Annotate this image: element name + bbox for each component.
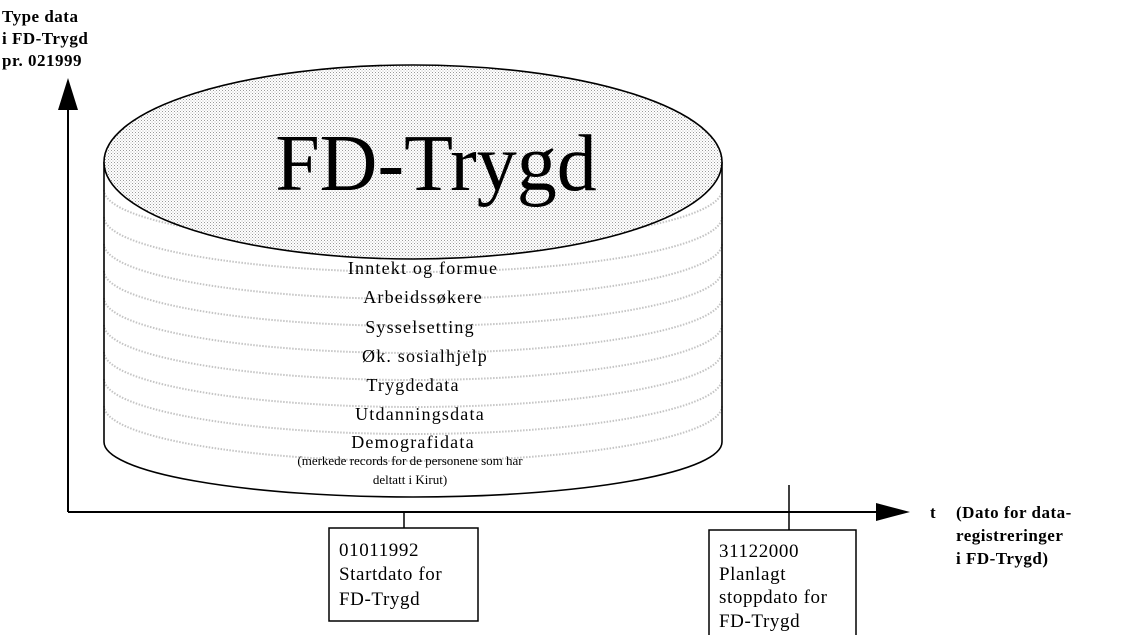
cylinder-stripe-2 bbox=[103, 216, 723, 273]
cylinder-stripe-8 bbox=[103, 378, 723, 435]
layer-note-line-1: (merkede records for de personene som ha… bbox=[297, 453, 523, 468]
start-date-box: 01011992 Startdato for FD-Trygd bbox=[328, 527, 479, 622]
cylinder-stripe-4 bbox=[103, 270, 723, 327]
database-title: FD-Trygd bbox=[275, 120, 597, 208]
x-axis-arrowhead bbox=[876, 503, 910, 521]
start-box-line-3: FD-Trygd bbox=[339, 589, 420, 610]
layer-note-line-2: deltatt i Kirut) bbox=[373, 472, 447, 487]
start-box-line-2: Startdato for bbox=[339, 564, 442, 585]
start-box-line-1: 01011992 bbox=[339, 540, 419, 561]
database-layers: Inntekt og formue Arbeidssøkere Sysselse… bbox=[297, 258, 523, 487]
x-axis-symbol: t bbox=[930, 503, 936, 522]
database-cylinder: FD-Trygd bbox=[103, 64, 723, 498]
x-axis-label-line-3: i FD-Trygd) bbox=[956, 549, 1049, 568]
layer-sysselsetting: Sysselsetting bbox=[365, 317, 475, 337]
layer-trygdedata: Trygdedata bbox=[366, 375, 459, 395]
stop-box-line-3: stoppdato for bbox=[719, 587, 828, 608]
layer-utdanningsdata: Utdanningsdata bbox=[355, 404, 485, 424]
stop-box-line-2: Planlagt bbox=[719, 564, 786, 585]
y-axis-arrowhead bbox=[58, 78, 78, 110]
cylinder-stripe-6 bbox=[103, 324, 723, 381]
layer-demografidata: Demografidata bbox=[351, 432, 475, 452]
y-axis-label: Type data i FD-Trygd pr. 021999 bbox=[2, 7, 88, 70]
stop-box-line-4: FD-Trygd bbox=[719, 611, 800, 632]
cylinder-bottom-edge bbox=[103, 441, 723, 498]
cylinder-stripe-3 bbox=[103, 243, 723, 300]
y-axis-label-line-1: Type data bbox=[2, 7, 78, 26]
cylinder-stripe-7 bbox=[103, 351, 723, 408]
layer-inntekt-og-formue: Inntekt og formue bbox=[348, 258, 498, 278]
x-axis-label-line-2: registreringer bbox=[956, 526, 1063, 545]
start-box-frame bbox=[328, 527, 479, 622]
y-axis-label-line-2: i FD-Trygd bbox=[2, 29, 88, 48]
y-axis-label-line-3: pr. 021999 bbox=[2, 51, 82, 70]
stop-box-line-1: 31122000 bbox=[719, 541, 799, 562]
stop-box-frame bbox=[708, 529, 857, 635]
layer-arbeidssokere: Arbeidssøkere bbox=[363, 287, 483, 307]
x-axis-label-line-1: (Dato for data- bbox=[956, 503, 1072, 522]
cylinder-top bbox=[103, 64, 723, 260]
cylinder-stripe-9 bbox=[103, 405, 723, 462]
cylinder-stripe-5 bbox=[103, 297, 723, 354]
layer-ok-sosialhjelp: Øk. sosialhjelp bbox=[362, 346, 488, 366]
stop-date-box: 31122000 Planlagt stoppdato for FD-Trygd bbox=[708, 529, 857, 635]
